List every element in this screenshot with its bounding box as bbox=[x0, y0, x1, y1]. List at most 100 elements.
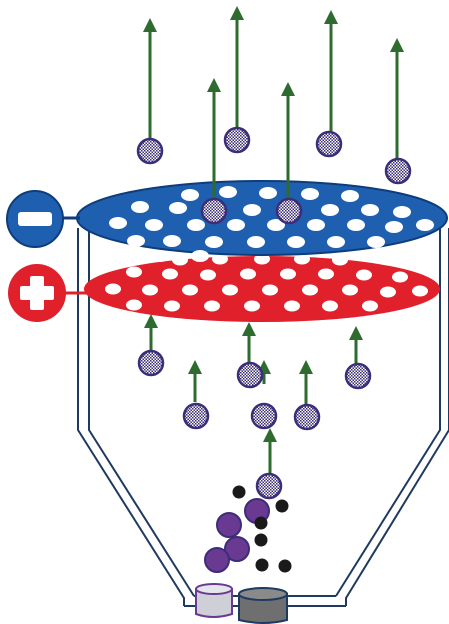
grid-hole bbox=[187, 219, 205, 231]
small-particle bbox=[255, 558, 269, 572]
grid-hole bbox=[181, 189, 199, 201]
right-source-cylinder bbox=[238, 587, 288, 624]
grid-hole bbox=[267, 219, 285, 231]
large-particle bbox=[216, 512, 242, 538]
ion-arrow bbox=[281, 82, 295, 206]
grid-hole bbox=[294, 253, 310, 265]
grid-hole bbox=[142, 284, 158, 296]
small-particle bbox=[278, 559, 292, 573]
grid-hole bbox=[172, 254, 188, 266]
ion-arrow bbox=[207, 78, 221, 206]
grid-hole bbox=[301, 188, 319, 200]
grid-hole bbox=[227, 219, 245, 231]
ion-arrow bbox=[242, 322, 256, 368]
grid-hole bbox=[412, 285, 428, 297]
ion-particle bbox=[182, 402, 210, 430]
grid-hole bbox=[151, 250, 169, 262]
ion-arrow bbox=[390, 38, 404, 160]
ion-arrow bbox=[143, 18, 157, 138]
grid-hole bbox=[243, 204, 261, 216]
grid-hole bbox=[342, 284, 358, 296]
grid-hole bbox=[126, 266, 142, 278]
ion-arrow bbox=[299, 360, 313, 404]
ion-particle bbox=[236, 361, 264, 389]
minus-icon bbox=[6, 190, 64, 248]
positive-grid bbox=[84, 253, 440, 322]
small-particle bbox=[254, 533, 268, 547]
ion-arrow bbox=[349, 326, 363, 364]
grid-hole bbox=[244, 300, 260, 312]
grid-hole bbox=[347, 219, 365, 231]
ion-particle bbox=[200, 197, 228, 225]
ion-particle bbox=[384, 157, 412, 185]
grid-hole bbox=[287, 236, 305, 248]
grid-hole bbox=[145, 219, 163, 231]
ion-particle bbox=[344, 362, 372, 390]
grid-hole bbox=[127, 235, 145, 247]
grid-hole bbox=[240, 268, 256, 280]
grid-hole bbox=[247, 236, 265, 248]
grid-hole bbox=[222, 284, 238, 296]
ion-arrow bbox=[188, 360, 202, 402]
ion-arrow bbox=[263, 428, 277, 474]
grid-hole bbox=[356, 269, 372, 281]
grid-hole bbox=[327, 236, 345, 248]
grid-hole bbox=[259, 187, 277, 199]
ion-arrow bbox=[144, 314, 158, 352]
ion-particle bbox=[136, 137, 164, 165]
grid-hole bbox=[307, 219, 325, 231]
grid-hole bbox=[131, 201, 149, 213]
grid-hole bbox=[380, 286, 396, 298]
large-particle bbox=[224, 536, 250, 562]
grid-hole bbox=[163, 235, 181, 247]
grid-hole bbox=[284, 300, 300, 312]
small-particle bbox=[232, 485, 246, 499]
grid-hole bbox=[164, 300, 180, 312]
grid-hole bbox=[321, 204, 339, 216]
ion-arrows bbox=[143, 6, 404, 474]
grid-hole bbox=[169, 202, 187, 214]
grid-hole bbox=[341, 190, 359, 202]
plus-icon bbox=[8, 264, 66, 322]
small-particle bbox=[254, 516, 268, 530]
grid-hole bbox=[322, 300, 338, 312]
grid-hole bbox=[362, 300, 378, 312]
small-particle bbox=[275, 499, 289, 513]
ion-particle bbox=[255, 472, 283, 500]
ion-particle bbox=[315, 130, 343, 158]
grid-hole bbox=[393, 206, 411, 218]
ion-arrow bbox=[230, 6, 244, 128]
ion-particle bbox=[137, 349, 165, 377]
grid-hole bbox=[105, 283, 121, 295]
grid-hole bbox=[162, 268, 178, 280]
ion-particle bbox=[250, 402, 278, 430]
grid-hole bbox=[262, 284, 278, 296]
grid-hole bbox=[191, 250, 209, 262]
grid-hole bbox=[182, 284, 198, 296]
grid-hole bbox=[219, 186, 237, 198]
left-source-cylinder bbox=[195, 583, 233, 618]
ion-particle bbox=[275, 197, 303, 225]
negative-grid bbox=[76, 180, 448, 262]
grid-hole bbox=[212, 253, 228, 265]
grid-hole bbox=[385, 221, 403, 233]
grid-hole bbox=[361, 204, 379, 216]
grid-hole bbox=[280, 268, 296, 280]
grid-hole bbox=[302, 284, 318, 296]
grid-hole bbox=[126, 299, 142, 311]
grid-hole bbox=[254, 253, 270, 265]
ions bbox=[136, 126, 412, 500]
large-particle bbox=[204, 547, 230, 573]
ion-arrow bbox=[324, 10, 338, 132]
sample-particles bbox=[204, 485, 292, 573]
grid-hole bbox=[416, 219, 434, 231]
chamber-right-wall bbox=[335, 228, 449, 606]
grid-hole bbox=[332, 254, 348, 266]
grid-hole bbox=[318, 268, 334, 280]
grid-hole bbox=[205, 236, 223, 248]
ion-particle bbox=[293, 403, 321, 431]
ion-particle bbox=[223, 126, 251, 154]
grid-hole bbox=[204, 300, 220, 312]
grid-hole bbox=[109, 217, 127, 229]
